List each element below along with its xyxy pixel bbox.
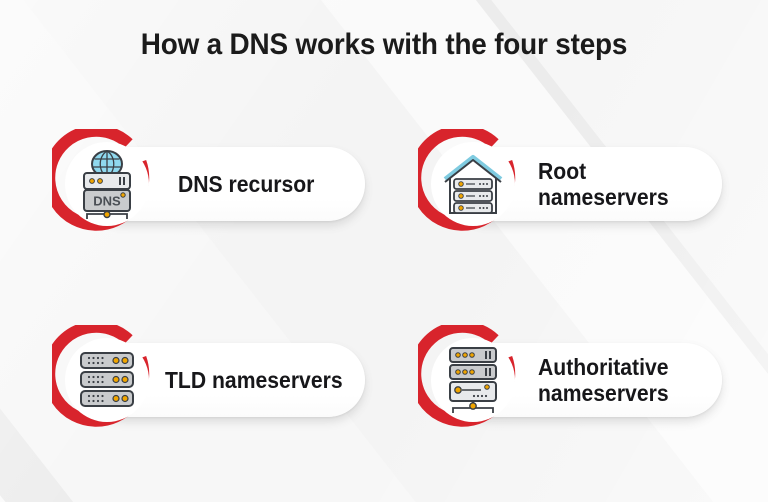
step-badge-tld-nameservers xyxy=(52,325,162,435)
step-badge-dns-recursor: DNS xyxy=(52,129,162,239)
dns-recursor-icon: DNS xyxy=(71,146,143,222)
page-title: How a DNS works with the four steps xyxy=(140,28,628,61)
tld-nameservers-icon xyxy=(71,342,143,418)
authoritative-nameservers-icon xyxy=(437,342,509,418)
step-label: TLD nameservers xyxy=(165,367,343,393)
step-label: Root nameservers xyxy=(538,158,669,210)
svg-text:DNS: DNS xyxy=(93,194,121,209)
root-nameservers-icon xyxy=(437,146,509,222)
step-label: DNS recursor xyxy=(178,171,315,197)
step-label: Authoritative nameservers xyxy=(538,354,669,406)
step-badge-authoritative-nameservers xyxy=(418,325,528,435)
step-badge-root-nameservers xyxy=(418,129,528,239)
